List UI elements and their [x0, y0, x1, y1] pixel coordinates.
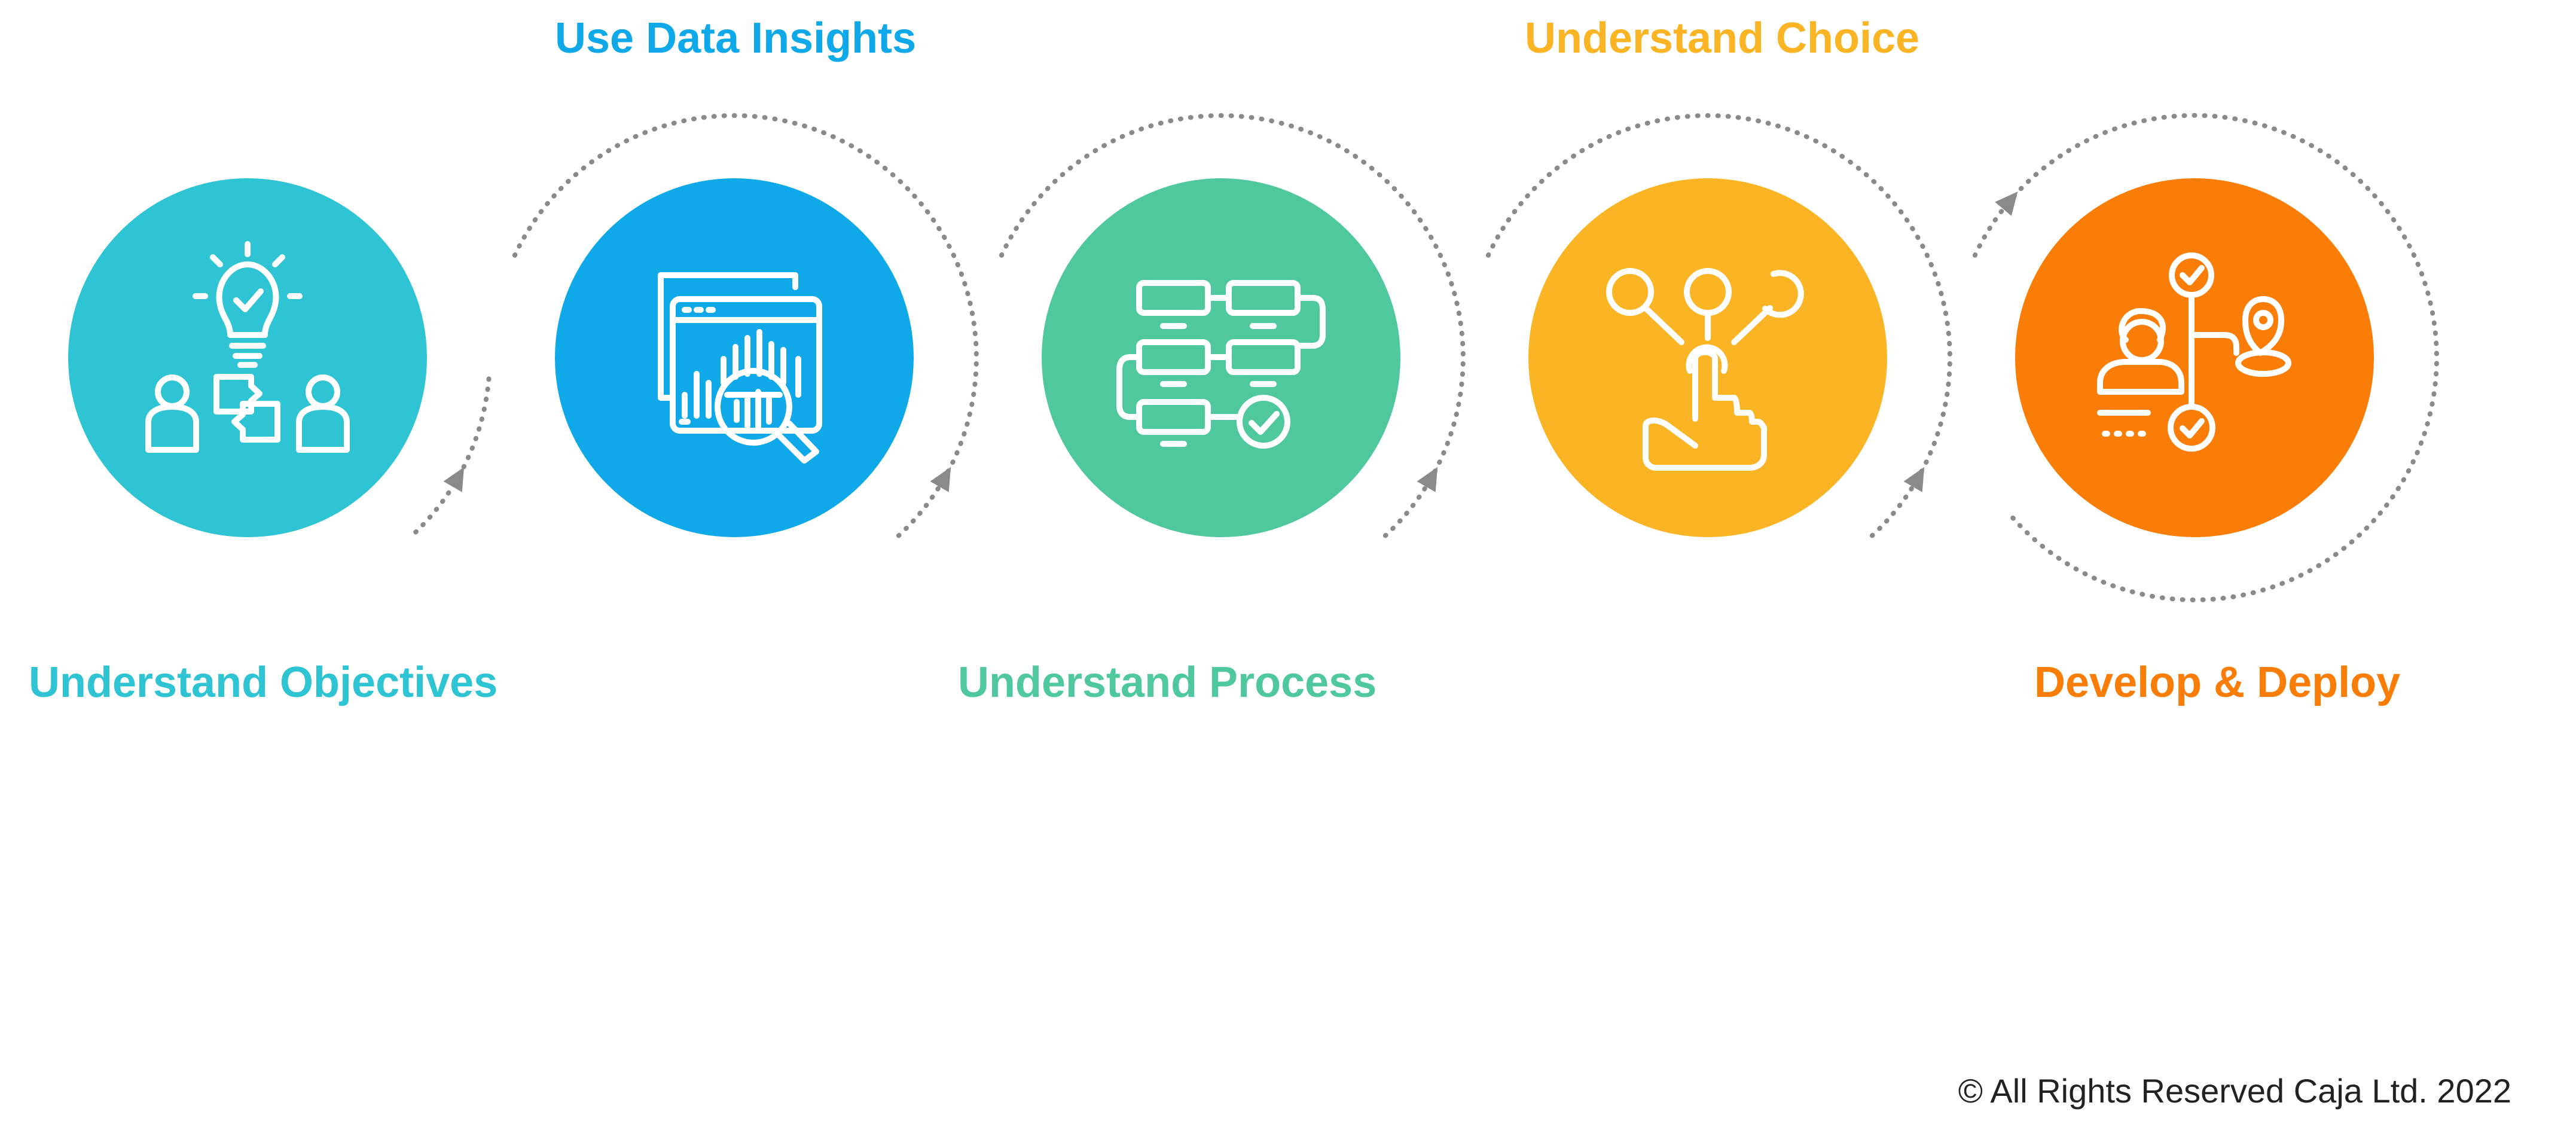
connector-ring-2 [512, 113, 979, 540]
connector-arrowhead-3 [1417, 467, 1438, 492]
step-label-understand-process: Understand Process [958, 659, 1376, 706]
idea-discussion-icon [145, 241, 350, 453]
choice-selection-icon [1606, 268, 1804, 471]
connector-rings [407, 112, 2439, 602]
process-flow-icon [1116, 280, 1326, 449]
connector-arrows [443, 191, 2018, 492]
connector-ring-1 [407, 376, 492, 540]
connector-ring-3 [999, 113, 1466, 540]
connector-arrowhead-5 [1995, 191, 2018, 216]
connector-arrowhead-2 [930, 467, 951, 492]
step-label-use-data-insights: Use Data Insights [555, 14, 916, 62]
data-analysis-icon [658, 272, 822, 464]
connector-ring-4 [1485, 113, 1952, 540]
connector-arrowhead-4 [1903, 467, 1925, 492]
step-label-develop-deploy: Develop & Deploy [2034, 659, 2400, 706]
connector-arrowhead-1 [443, 467, 465, 492]
roadmap-deploy-icon [2097, 252, 2291, 452]
step-label-understand-choice: Understand Choice [1525, 14, 1919, 62]
step-circle-understand-choice [1528, 178, 1887, 537]
copyright-text: © All Rights Reserved Caja Ltd. 2022 [1958, 1072, 2511, 1110]
step-label-understand-objectives: Understand Objectives [29, 659, 498, 706]
connector-ring-5 [1972, 112, 2439, 602]
